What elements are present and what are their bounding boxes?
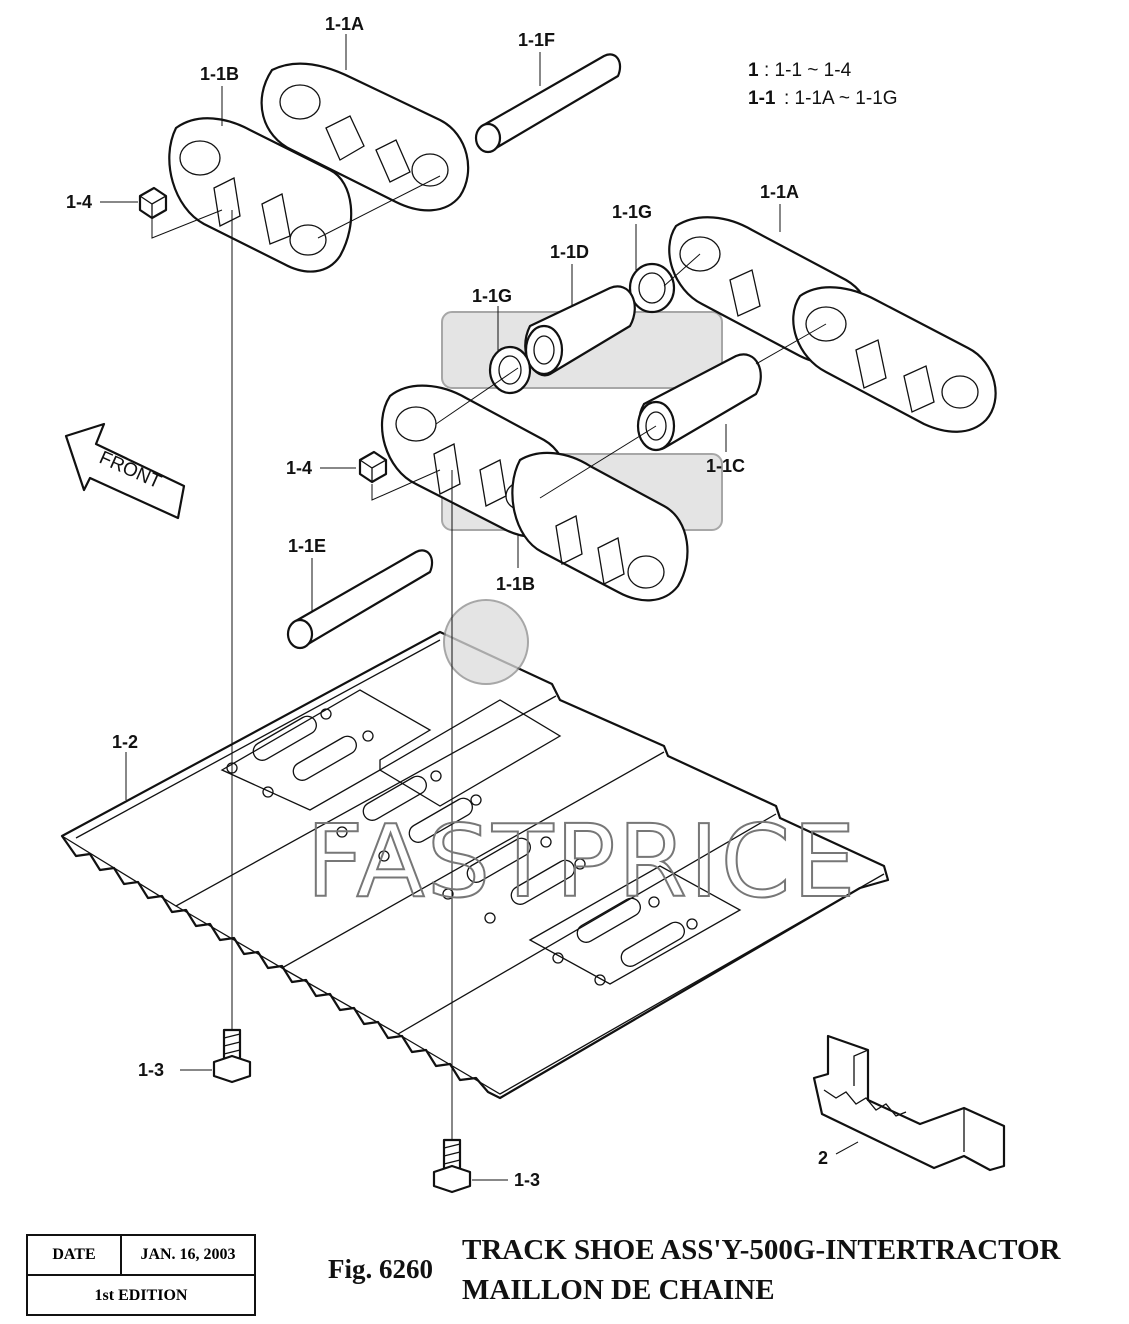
label-1-1c: 1-1C	[706, 456, 745, 476]
bolt-1-3-left	[212, 1028, 252, 1084]
label-1-1f: 1-1F	[518, 30, 555, 50]
label-1-1d: 1-1D	[550, 242, 589, 262]
label-1-2: 1-2	[112, 732, 138, 752]
highlight-circle	[443, 599, 529, 685]
label-2: 2	[818, 1148, 828, 1168]
legend-line1-key: 1	[748, 60, 759, 81]
title-block: DATE JAN. 16, 2003 1st EDITION	[26, 1234, 256, 1316]
handle-2	[812, 1034, 1006, 1172]
track-shoe-plate	[60, 630, 890, 1100]
label-1-1a-top: 1-1A	[325, 14, 364, 34]
watermark: FASTPRICE	[306, 803, 858, 920]
link-1-1a-lower	[511, 451, 689, 602]
label-1-1e: 1-1E	[288, 536, 326, 556]
part-labels: 1-1A 1-1B 1-1F 1-4 1-1A 1-1G 1-1D 1-1G 1…	[66, 14, 828, 1190]
link-1-1b-right	[792, 286, 997, 433]
bolt-1-3-right	[432, 1138, 472, 1194]
date-label: DATE	[28, 1236, 122, 1274]
seal-1-1g-lower	[488, 345, 532, 395]
legend: 1 : 1-1 ~ 1-4 1-1 : 1-1A ~ 1-1G	[748, 60, 898, 109]
label-1-1b-top: 1-1B	[200, 64, 239, 84]
legend-line2-text: : 1-1A ~ 1-1G	[784, 88, 898, 109]
figure-title-line2: MAILLON DE CHAINE	[462, 1274, 775, 1306]
nut-1-4-middle	[358, 450, 388, 484]
label-1-3-right: 1-3	[514, 1170, 540, 1190]
label-1-1g-lower: 1-1G	[472, 286, 512, 306]
label-1-1a-right: 1-1A	[760, 182, 799, 202]
legend-line1-text: : 1-1 ~ 1-4	[764, 60, 852, 81]
pin-1-1e	[286, 549, 434, 650]
link-1-1a-top	[260, 62, 470, 212]
front-arrow: FRONT	[64, 422, 186, 520]
bushing-1-1d	[524, 285, 636, 377]
label-1-1g-upper: 1-1G	[612, 202, 652, 222]
link-1-1b-top	[168, 117, 353, 273]
label-1-3-left: 1-3	[138, 1060, 164, 1080]
leader-lines	[100, 34, 859, 1181]
nut-1-4-top	[138, 186, 168, 220]
label-1-4-top: 1-4	[66, 192, 92, 212]
date-value: JAN. 16, 2003	[140, 1246, 236, 1263]
pin-1-1f	[474, 53, 622, 154]
edition: 1st EDITION	[94, 1287, 188, 1304]
figure-title-line1: TRACK SHOE ASS'Y-500G-INTERTRACTOR	[462, 1234, 1061, 1266]
seal-1-1g-upper	[628, 262, 676, 314]
label-1-4-middle: 1-4	[286, 458, 312, 478]
figure-number: Fig. 6260	[328, 1254, 433, 1284]
label-1-1b-lower: 1-1B	[496, 574, 535, 594]
legend-line2-key: 1-1	[748, 88, 776, 109]
